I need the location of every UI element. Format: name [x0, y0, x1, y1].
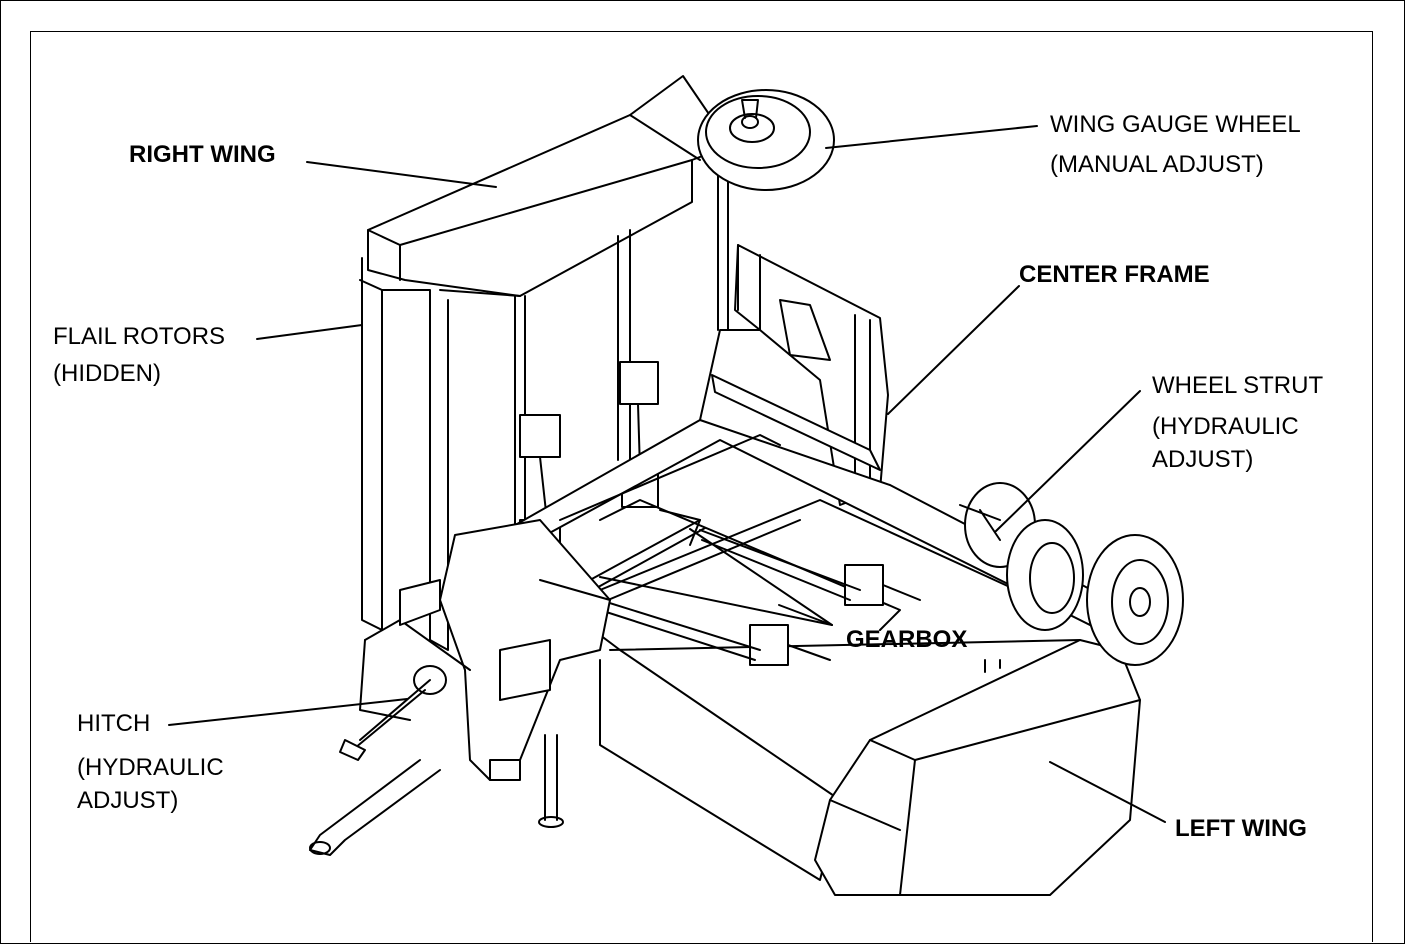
leader-gearbox-1: [599, 576, 833, 626]
leader-right-wing: [306, 161, 497, 188]
label-hitch-note1: (HYDRAULIC: [77, 754, 224, 781]
label-left-wing: LEFT WING: [1175, 815, 1307, 842]
leader-flail-rotors: [256, 324, 363, 340]
leader-gearbox-2: [689, 528, 833, 626]
label-wing-gauge-wheel-note: (MANUAL ADJUST): [1050, 151, 1264, 178]
label-hitch-note2: ADJUST): [77, 787, 179, 814]
label-wheel-strut: WHEEL STRUT: [1152, 372, 1324, 399]
leader-lines: [168, 125, 1166, 823]
deck-marks: [984, 659, 1001, 673]
left-wing-shape: [814, 639, 1141, 896]
rear-wheels-shape: [959, 482, 1184, 666]
leader-center-frame: [887, 285, 1020, 415]
gearbox-shapes: [659, 509, 921, 666]
right-wing-shape: [359, 75, 729, 651]
label-flail-rotors-note: (HIDDEN): [53, 360, 161, 387]
label-wheel-strut-note2: ADJUST): [1152, 446, 1254, 473]
leader-left-wing: [1049, 761, 1166, 823]
label-gearbox: GEARBOX: [846, 626, 968, 653]
hitch-shape: [309, 519, 611, 856]
label-wing-gauge-wheel: WING GAUGE WHEEL: [1050, 111, 1301, 138]
center-frame-shape: [699, 244, 889, 506]
label-right-wing: RIGHT WING: [129, 141, 276, 168]
leader-gearbox-3: [778, 604, 833, 626]
inner-border: [30, 31, 1373, 942]
label-wheel-strut-note1: (HYDRAULIC: [1152, 413, 1299, 440]
wing-gauge-wheel-shape: [697, 89, 835, 191]
leader-wing-gauge-wheel: [825, 125, 1038, 149]
leader-wheel-strut: [995, 390, 1141, 532]
label-flail-rotors: FLAIL ROTORS: [53, 323, 226, 350]
label-center-frame: CENTER FRAME: [1019, 261, 1210, 288]
label-hitch: HITCH: [77, 710, 151, 737]
leader-hitch: [168, 698, 408, 726]
